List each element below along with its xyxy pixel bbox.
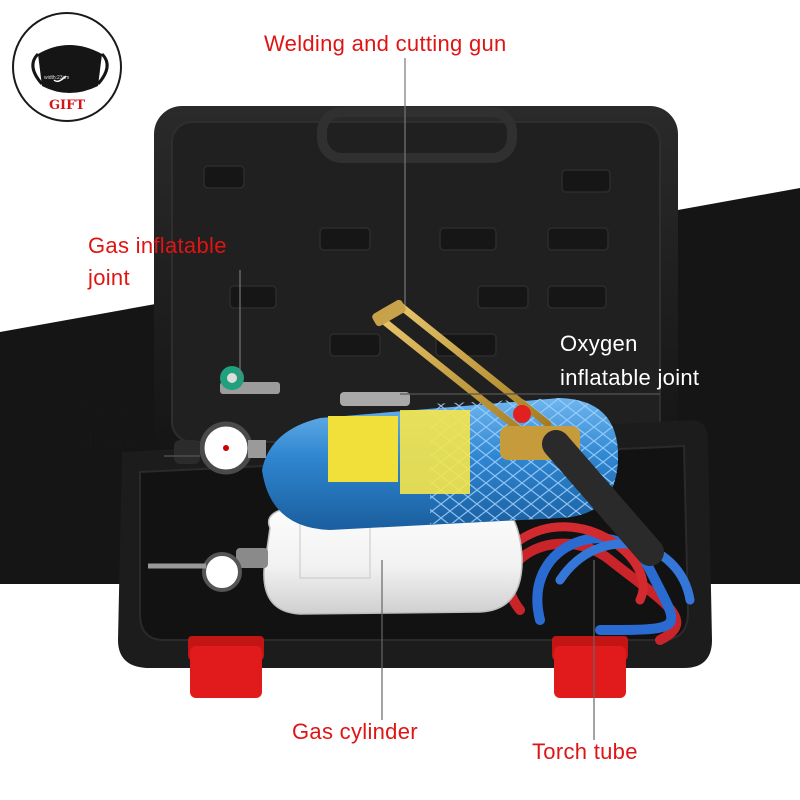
label-gas-cylinder: Gas cylinder — [292, 719, 418, 744]
oxygen-label-sticker — [328, 416, 398, 482]
gas-gauge — [202, 552, 242, 592]
label-welding-gun: Welding and cutting gun — [264, 31, 507, 56]
face-mask-icon — [31, 45, 109, 93]
leader-lines — [164, 58, 660, 740]
label-gas-joint-line2: joint — [88, 265, 130, 290]
label-oxygen-cylinder-line1: Oxygen — [66, 395, 144, 420]
oxygen-inflatable-joint — [340, 392, 410, 406]
mask-size-text: width:23cm — [44, 75, 70, 81]
gift-badge: width:23cm GIFT — [12, 12, 122, 122]
welding-torch — [372, 299, 664, 566]
label-oxygen-joint-line2: inflatable joint — [560, 365, 700, 390]
case-latches — [188, 636, 628, 698]
label-oxygen-cylinder-line2: cylinder — [66, 427, 145, 452]
gift-label: GIFT — [48, 98, 86, 113]
label-torch-tube: Torch tube — [532, 739, 638, 764]
label-oxygen-joint-line1: Oxygen — [560, 331, 638, 356]
label-gas-joint-line1: Gas inflatable — [88, 233, 227, 258]
gas-inflatable-joint — [220, 366, 280, 394]
case-handle — [317, 107, 517, 163]
